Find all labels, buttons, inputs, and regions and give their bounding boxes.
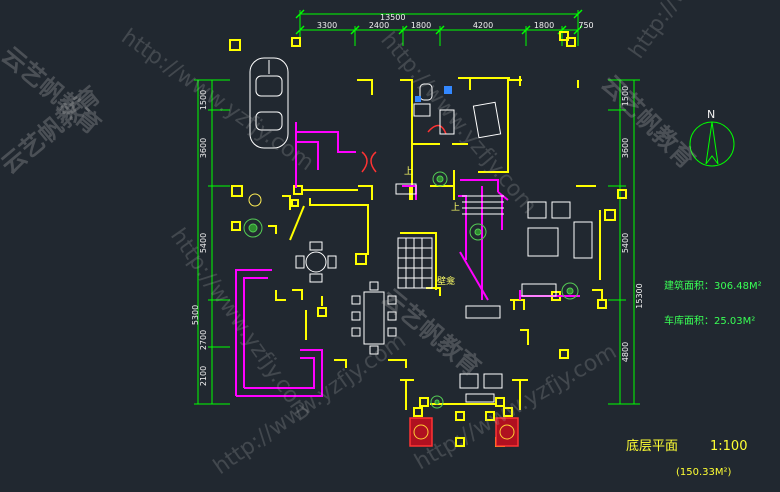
dimension-top-row-value: 2400 <box>369 21 389 30</box>
drawing-title: 底层平面 <box>626 438 678 454</box>
dimension-ticks <box>295 9 583 35</box>
red-elements <box>361 124 519 447</box>
watermark-url-5: http://www.yzfjy.com <box>624 0 776 63</box>
round-table-icon <box>295 241 337 283</box>
dimension-left-column-value: 5300 <box>191 305 200 325</box>
plants <box>243 171 579 409</box>
dimension-left-column-value: 2100 <box>199 366 208 386</box>
dimension-top-row-value: 3300 <box>317 21 337 30</box>
building-area-text: 建筑面积：306.48M² <box>664 279 762 292</box>
label-niche: 壁龛 <box>437 275 455 287</box>
watermark-cn-3: 云艺帆教育 <box>596 69 701 174</box>
dimension-left-column: 1500 3600 5400 5300 2700 2100 <box>191 90 208 386</box>
dimension-right-column-value: 15300 <box>635 283 644 308</box>
dining-table-icon <box>351 281 397 355</box>
dimension-right-column-value: 4800 <box>621 342 630 362</box>
watermarks: http://www.yzfjy.com http://www.yzfjy.co… <box>0 0 776 480</box>
dimension-right-column-value: 5400 <box>621 233 630 253</box>
drawing-scale: 1:100 <box>710 439 747 454</box>
dimension-top-row-value: 750 <box>578 21 593 30</box>
watermark-url-4: http://www.yzfjy.com <box>209 328 411 480</box>
stairs-icon <box>395 183 504 215</box>
dimension-top-row: 3300 2400 1800 4200 1800 750 <box>317 21 594 30</box>
north-arrow-icon <box>689 121 735 167</box>
dimension-left-column-value: 5400 <box>199 233 208 253</box>
dimension-right-column-value: 3600 <box>621 138 630 158</box>
label-up-1: 上 <box>404 166 413 177</box>
dimension-left-column-value: 3600 <box>199 138 208 158</box>
stair-grid <box>397 237 433 289</box>
dimension-right-column: 1500 3600 5400 15300 4800 <box>621 86 644 362</box>
watermark-url-3: http://www.yzfjy.com <box>375 28 541 219</box>
label-up-2: 上 <box>451 202 460 213</box>
dimension-top-row-value: 1800 <box>411 21 431 30</box>
dimension-left-column-value: 2700 <box>199 330 208 350</box>
dimension-left-column-value: 1500 <box>199 90 208 110</box>
sofa-set-icon <box>459 201 593 403</box>
area-note: (150.33M²) <box>676 467 732 478</box>
blue-fixtures <box>415 86 452 102</box>
dimension-top-row-value: 1800 <box>534 21 554 30</box>
north-label: N <box>707 108 715 121</box>
dimension-right-column-value: 1500 <box>621 86 630 106</box>
walls <box>229 31 627 447</box>
furniture <box>249 57 593 403</box>
bathroom-fixtures <box>413 83 502 139</box>
dimension-top-row-value: 4200 <box>473 21 493 30</box>
dim-top-overall: 13500 <box>380 13 405 22</box>
garage-area-text: 车库面积：25.03M² <box>664 314 755 327</box>
car-icon <box>249 57 289 149</box>
